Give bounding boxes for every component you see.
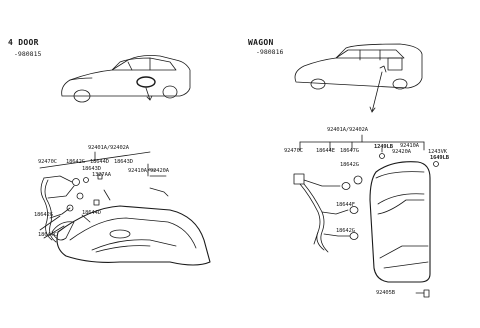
- left-part-1327aa: 1327AA: [92, 172, 111, 178]
- right-part-1249lb: 1249LB: [374, 144, 393, 150]
- left-part-18643d-b: 18643D: [82, 166, 101, 172]
- wagon-leader-line: [371, 71, 383, 113]
- left-part-92470c: 92470C: [38, 159, 57, 165]
- left-part-18644d-top: 18644D: [90, 159, 109, 165]
- left-part-18642g-top: 18642G: [66, 159, 85, 165]
- right-part-1243vk: 1243VK: [428, 149, 447, 155]
- right-part-92405b: 92405B: [376, 290, 395, 296]
- right-section-title: WAGON: [248, 38, 274, 47]
- right-part-18642g-low: 18642G: [336, 228, 355, 234]
- left-section-subheader: -980815: [14, 50, 42, 58]
- left-part-18643d-a: 18643D: [114, 159, 133, 165]
- right-part-1649lb: 1649LB: [430, 155, 449, 161]
- sedan-car-illustration: [61, 55, 191, 103]
- right-part-18644e: 18644E: [316, 148, 335, 154]
- right-section-subheader: -980816: [256, 48, 284, 56]
- left-part-18644d-low: 18644D: [82, 210, 101, 216]
- left-part-18644c: 18644C: [38, 232, 57, 238]
- right-part-18644f: 18644F: [336, 202, 355, 208]
- sedan-arrow: [146, 95, 153, 101]
- sedan-tail-lamp: [39, 205, 211, 266]
- left-part-18642g-low: 18642G: [34, 212, 53, 218]
- wagon-callout-lines: [299, 134, 425, 151]
- wagon-arrow: [369, 106, 376, 113]
- right-part-18642g-top: 18642G: [340, 162, 359, 168]
- right-part-92470c: 92470C: [284, 148, 303, 154]
- left-section-title: 4 DOOR: [8, 38, 39, 47]
- left-part-assy: 92401A/92402A: [88, 145, 129, 151]
- wagon-wiring-harness: [293, 147, 439, 253]
- left-part-lens-assy: 92410A/92420A: [128, 168, 169, 174]
- wagon-clip-92405b: [423, 289, 430, 298]
- right-part-18647g: 18647G: [340, 148, 359, 154]
- wagon-tail-lamp: [369, 161, 431, 283]
- wagon-car-illustration: [294, 43, 423, 90]
- sedan-bracket: [147, 163, 157, 177]
- right-part-92420a: 92420A: [392, 149, 411, 155]
- sedan-wiring-harness: [39, 151, 151, 243]
- right-part-assy: 92401A/92402A: [327, 127, 368, 133]
- right-part-92410a: 92410A: [400, 143, 419, 149]
- sedan-leader-line: [145, 87, 151, 101]
